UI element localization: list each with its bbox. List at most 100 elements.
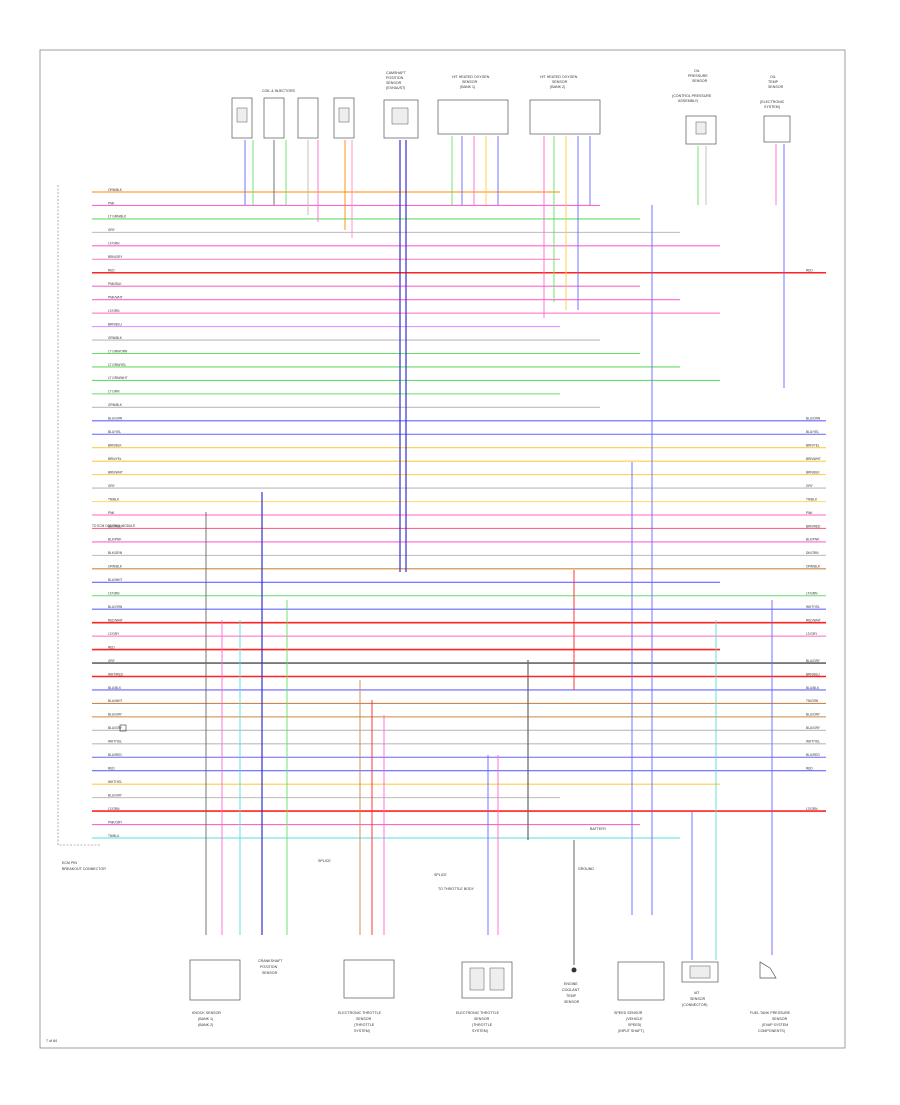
o2-bank1-label-2: SENSOR	[462, 80, 478, 84]
o2-bank2-label-2: SENSOR	[552, 80, 568, 84]
wire-22-right-label: BRN/BLK	[806, 470, 821, 474]
oil-temp-label-5: SYSTEM)	[764, 105, 780, 109]
wire-1-left-label: ORN/BLK	[108, 188, 123, 192]
heated-o2-bank2-component: H/T HEATED OXYGEN SENSOR (BANK 2)	[529, 75, 601, 135]
camshaft-label-2: POSITION	[386, 76, 404, 80]
oil-pressure-label-3: SENSOR	[692, 79, 708, 83]
wire-7-right-label: RED	[806, 269, 813, 273]
wire-42-right-label: WHT/YEL	[806, 740, 820, 744]
ect-label-4: SENSOR	[564, 1000, 580, 1004]
battery-note: BATTERY	[590, 827, 607, 831]
wire-7-left-label: RED	[108, 269, 115, 273]
wire-28-right-label: DK/GRN	[806, 551, 819, 555]
wire-18-right-label: BLU/GRN	[806, 417, 821, 421]
wire-2-left-label: PNK	[108, 201, 115, 205]
wire-22-left-label: BRN/WHT	[108, 470, 123, 474]
crankshaft-label-3: SENSOR	[262, 971, 278, 975]
throttle-2-box	[461, 961, 513, 999]
coil-4-core	[338, 107, 350, 123]
heated-o2-bank1-component: H/T HEATED OXYGEN SENSOR (BANK 1)	[437, 75, 509, 135]
wire-30-left-label: BLU/WHT	[108, 578, 122, 582]
ect-label-3: TEMP	[566, 994, 577, 998]
o2-bank1-label-1: H/T HEATED OXYGEN	[452, 75, 490, 79]
wire-19-left-label: BLU/YEL	[108, 430, 121, 434]
fuel-tank-label-1: FUEL TANK PRESSURE	[750, 1011, 791, 1015]
wire-32-left-label: BLU/ORN	[108, 605, 123, 609]
wire-21-right-label: BRN/WHT	[806, 457, 821, 461]
oil-pressure-label-2: PRESSURE	[688, 74, 708, 78]
wire-17-left-label: GRN/BLK	[108, 403, 123, 407]
oil-pressure-core	[695, 121, 707, 135]
wire-44-right-label: RED	[806, 767, 813, 771]
wire-24-left-label: TN/BLK	[108, 497, 120, 501]
crankshaft-label-2: POSITION	[260, 965, 278, 969]
mid-notes: SPLICE SPLICE TO THROTTLE BODY BATTERY G…	[119, 724, 607, 891]
wire-33-right-label: RED/WHT	[806, 618, 821, 622]
o2-bank1-label-3: (BANK 1)	[460, 85, 475, 89]
throttle-2-label-4: SYSTEM)	[472, 1029, 488, 1033]
splice-right-note: SPLICE	[434, 873, 447, 877]
ecm-bracket	[57, 185, 100, 846]
wire-36-right-label: BLU/GRY	[806, 659, 821, 663]
oil-pressure-component: OIL PRESSURE SENSOR (CONTROL PRESSURE AS…	[672, 69, 717, 145]
wire-16-left-label: LT GRN	[108, 390, 120, 394]
oil-pressure-label-1: OIL	[694, 69, 700, 73]
wire-5-left-label: LT/GRN	[108, 242, 120, 246]
throttle-1-label-4: SYSTEM)	[354, 1029, 370, 1033]
wire-38-right-label: BLU/BLK	[806, 686, 820, 690]
bottom-left-note-1: ECM PIN	[62, 861, 77, 865]
wire-23-right-label: GRY	[806, 484, 814, 488]
wire-41-left-label: BLU/GRY	[108, 726, 123, 730]
o2-bank2-label-1: H/T HEATED OXYGEN	[540, 75, 578, 79]
wire-40-left-label: BLU/GRY	[108, 713, 123, 717]
wire-36-left-label: GRY	[108, 659, 116, 663]
oil-pressure-label-4: (CONTROL PRESSURE	[672, 94, 712, 98]
diagram-frame	[39, 49, 846, 1049]
fuel-tank-label-2: SENSOR	[772, 1017, 788, 1021]
oil-pressure-box	[685, 115, 717, 145]
throttle-2-core-b	[489, 967, 505, 991]
speed-label-4: (INPUT SHAFT)	[618, 1029, 644, 1033]
iat-label-2: SENSOR	[690, 997, 706, 1001]
camshaft-core	[391, 107, 409, 125]
wire-14-left-label: LT GRN/YEL	[108, 363, 127, 367]
wire-26-left-label: BLK/RED	[108, 524, 122, 528]
wire-26-right-label: BRN/RED	[806, 524, 821, 528]
oil-temp-label-2: TEMP	[768, 80, 779, 84]
wire-25-left-label: PNK	[108, 511, 115, 515]
throttle-2-label-2: SENSOR	[474, 1017, 490, 1021]
wire-15-left-label: LT GRN/WHT	[108, 376, 128, 380]
top-components: COIL & INJECTORS CAMSHAFT POSITION SENSO…	[231, 69, 791, 145]
throttle-body-note: TO THROTTLE BODY	[438, 887, 475, 891]
splice-left-note: SPLICE	[318, 859, 331, 863]
wire-31-left-label: LT/GRN	[108, 592, 120, 596]
fuel-tank-label-3: (EVAP SYSTEM	[762, 1023, 788, 1027]
electronic-throttle-2-component: ELECTRONIC THROTTLE SENSOR (THROTTLE SYS…	[456, 961, 513, 1033]
wire-46-left-label: BLU/GRY	[108, 793, 123, 797]
bottom-components: KNOCK SENSOR (BANK 1) (BANK 2) CRANKSHAF…	[189, 959, 791, 1033]
wire-47-left-label: LT/GRN	[108, 807, 120, 811]
camshaft-label-1: CAMSHAFT	[386, 71, 407, 75]
bottom-left-note-2: BREAKOUT CONNECTOR	[62, 867, 106, 871]
oil-temp-label-3: SENSOR	[768, 85, 784, 89]
wire-48-left-label: PNK/GRY	[108, 820, 123, 824]
wire-21-left-label: BRN/YEL	[108, 457, 122, 461]
wire-34-left-label: LT/GRY	[108, 632, 120, 636]
ect-label-1: ENGINE	[564, 982, 578, 986]
coil-3-box	[297, 97, 319, 139]
iat-label-3: (CONNECTOR)	[682, 1003, 708, 1007]
wire-8-left-label: PNK/BLK	[108, 282, 122, 286]
wire-31-right-label: LT/GRN	[806, 592, 818, 596]
wire-25-right-label: PNK	[806, 511, 813, 515]
wire-33-left-label: RED/WHT	[108, 618, 123, 622]
knock-sensor-label-3: (BANK 2)	[198, 1023, 213, 1027]
wire-29-right-label: ORN/BLK	[806, 565, 821, 569]
ground-note: GROUND	[578, 867, 594, 871]
camshaft-position-component: CAMSHAFT POSITION SENSOR (EXHAUST)	[383, 71, 419, 139]
oil-temp-label-1: OIL	[770, 75, 776, 79]
throttle-1-label-1: ELECTRONIC THROTTLE	[338, 1011, 382, 1015]
oil-temp-label-4: (ELECTRONIC	[760, 100, 785, 104]
oil-temp-box	[763, 115, 791, 143]
speed-label-3: SPEED)	[628, 1023, 641, 1027]
